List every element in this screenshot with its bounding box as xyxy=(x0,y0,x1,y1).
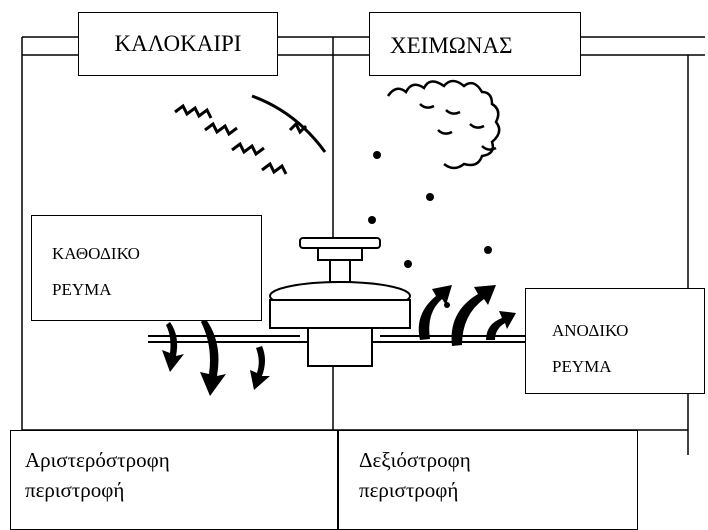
updraft-label: ΑΝΟΔΙΚΟ ΡΕΥΜΑ xyxy=(525,288,705,394)
downdraft-line-1: ΚΑΘΟΔΙΚΟ xyxy=(52,244,140,263)
downdraft-line-2: ΡΕΥΜΑ xyxy=(52,280,112,299)
arrow-down-icon xyxy=(162,318,270,396)
rotation-left-line-2: περιστροφή xyxy=(25,478,125,502)
rotation-left-line-1: Αριστερόστροφη xyxy=(25,448,170,472)
arrow-up-icon xyxy=(418,285,516,346)
counterclockwise-rotation-label: Αριστερόστροφη περιστροφή xyxy=(10,430,338,530)
updraft-line-1: ΑΝΟΔΙΚΟ xyxy=(552,321,629,340)
cloud-icon xyxy=(386,79,501,170)
rotation-right-line-1: Δεξιόστροφη xyxy=(359,448,471,472)
snowflake-icon xyxy=(368,151,492,308)
sun-icon xyxy=(174,94,327,175)
summer-label: ΚΑΛΟΚΑΙΡΙ xyxy=(78,12,278,76)
clockwise-rotation-label: Δεξιόστροφη περιστροφή xyxy=(338,430,638,530)
winter-label-text: ΧΕΙΜΩΝΑΣ xyxy=(390,33,513,58)
rotation-right-line-2: περιστροφή xyxy=(359,478,459,502)
downdraft-label: ΚΑΘΟΔΙΚΟ ΡΕΥΜΑ xyxy=(31,215,262,321)
summer-label-text: ΚΑΛΟΚΑΙΡΙ xyxy=(114,31,242,56)
winter-label: ΧΕΙΜΩΝΑΣ xyxy=(369,12,581,76)
updraft-line-2: ΡΕΥΜΑ xyxy=(552,357,612,376)
